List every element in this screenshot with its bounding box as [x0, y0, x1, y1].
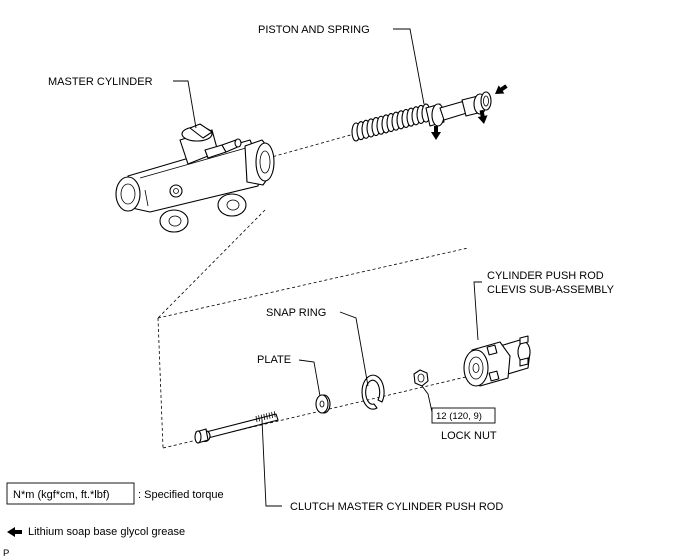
clevis-sub-assembly-part: [463, 335, 531, 387]
master-cylinder-label: MASTER CYLINDER: [48, 76, 153, 88]
rod-thread: [266, 413, 268, 420]
piston-and-spring-label: PISTON AND SPRING: [258, 24, 370, 36]
grease-arrow-icon: [431, 126, 441, 140]
snap-ring-part: [361, 374, 385, 410]
grease-point-markers: [431, 84, 508, 140]
snap-ring-label: SNAP RING: [266, 307, 326, 319]
rod-thread: [258, 415, 260, 422]
rod-thread: [273, 411, 276, 418]
torque-spec-value: 12 (120, 9): [436, 411, 482, 422]
rod-thread: [255, 415, 258, 423]
black-left-arrow-icon: [7, 527, 22, 537]
rod-thread: [268, 412, 271, 419]
clevis-label-line1: CYLINDER PUSH ROD: [487, 270, 604, 282]
piston-and-spring-part: [351, 91, 492, 142]
push-rod-label: CLUTCH MASTER CYLINDER PUSH ROD: [290, 501, 503, 513]
grease-arrow-icon: [495, 84, 508, 94]
rod-thread: [260, 414, 263, 421]
clevis-label-line2: CLEVIS SUB-ASSEMBLY: [487, 284, 615, 296]
grease-arrow-icon: [477, 109, 488, 124]
grease-legend-description: Lithium soap base glycol grease: [28, 526, 185, 538]
lock-nut-part: [413, 369, 429, 387]
corner-code: P: [3, 548, 9, 559]
rod-thread: [263, 413, 266, 421]
leader-lines: [173, 28, 482, 507]
plate-label: PLATE: [257, 354, 291, 366]
legend: N*m (kgf*cm, ft.*lbf) : Specified torque…: [6, 482, 224, 538]
torque-legend-box: [6, 482, 135, 505]
torque-legend-units: N*m (kgf*cm, ft.*lbf): [13, 489, 110, 501]
lock-nut-label: LOCK NUT: [441, 430, 497, 442]
plate-part: [315, 394, 331, 414]
torque-legend-description: : Specified torque: [138, 489, 224, 501]
clutch-master-cylinder-push-rod-part: [194, 411, 279, 444]
rod-thread: [271, 411, 273, 418]
torque-spec-callout: 12 (120, 9): [431, 407, 496, 424]
master-cylinder-part: [115, 123, 275, 233]
